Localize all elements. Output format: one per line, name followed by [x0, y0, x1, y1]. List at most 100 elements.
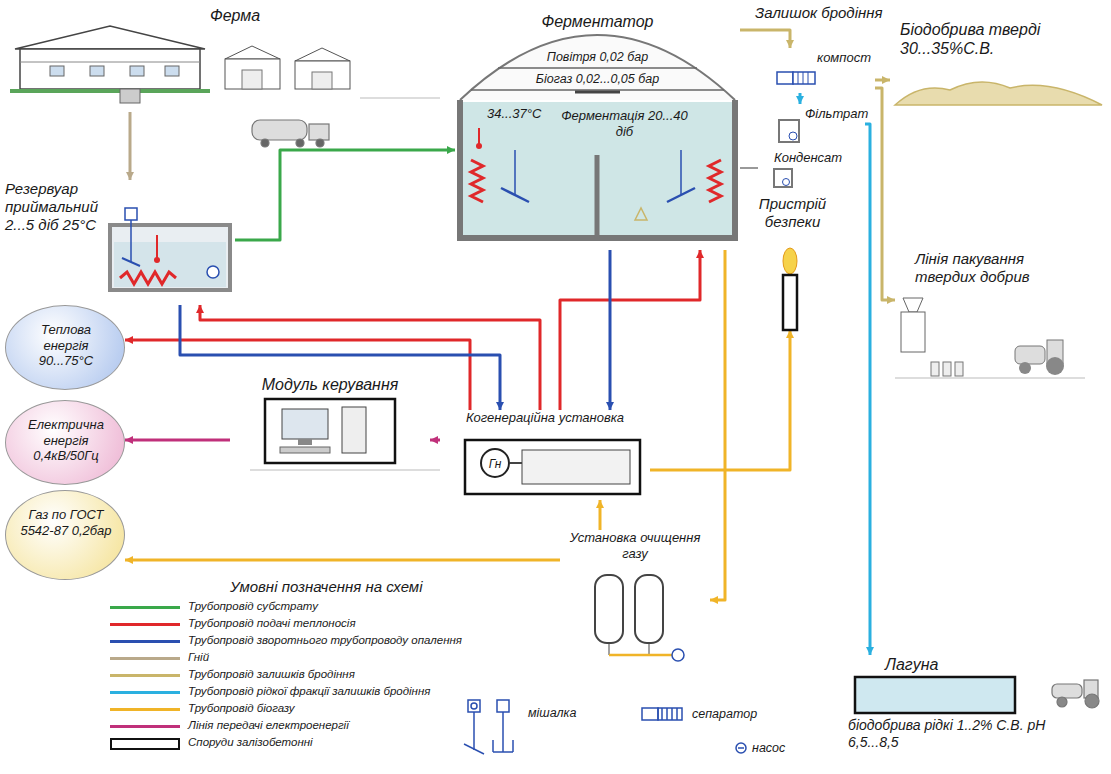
pipe-connector: [875, 88, 895, 304]
pipe-connector: [650, 330, 794, 470]
annotation-label: Умовні позначення на схемі: [230, 578, 530, 596]
illustration: [10, 4, 355, 112]
node-text: Лагуна: [885, 655, 1005, 674]
control-module: Модуль керування: [230, 375, 430, 470]
legend-text: Трубопровід біогазу: [188, 702, 488, 716]
separator-symbol: [642, 708, 682, 720]
arrow-head: [125, 556, 133, 564]
legend-line-swatch: [110, 725, 180, 728]
legend-text: сепаратор: [692, 707, 802, 722]
arrow-head: [596, 500, 604, 508]
node-text: Теплова енергія 90...75°С: [18, 322, 114, 369]
pipe-line: [865, 124, 870, 655]
legend-structure-sample: [110, 738, 180, 750]
pipe-connector: [710, 250, 725, 604]
annotation-label: Залишок бродіння: [755, 4, 890, 22]
node-text: Фільтрат: [805, 106, 865, 122]
arrow-head: [786, 40, 794, 48]
node-text: біодобрива рідкі 1..2% С.В. рН 6,5...8,5: [848, 717, 1048, 751]
node-text: 34...37°С: [487, 106, 555, 122]
pipe-connector: [125, 556, 560, 564]
tractor: [1052, 680, 1099, 708]
receiving-tank: Резервуар приймальний 2...5 діб 25°С: [5, 180, 235, 305]
node-text: компост: [817, 50, 875, 66]
legend-text: Трубопровід подачі теплоносія: [188, 617, 488, 631]
gas-cleaning-unit: Установка очищення газу: [560, 530, 710, 670]
pipe-line: [200, 305, 540, 410]
legend-line-swatch: [110, 640, 180, 643]
pipe-line: [875, 88, 895, 300]
pump-symbol: [736, 743, 746, 753]
illustration: [455, 10, 740, 250]
arrow-head: [430, 436, 438, 444]
legend-text: Споруди залізобетонні: [188, 736, 488, 750]
pipe-line: [710, 250, 725, 600]
node-text: Модуль керування: [230, 375, 430, 394]
safety-flare: Пристрій безпеки: [745, 195, 840, 330]
legend-text: Трубопровід субстрату: [188, 600, 488, 614]
packaging-line: Лінія пакування твердих добрив: [895, 250, 1090, 385]
pipe-connector: [235, 146, 455, 240]
arrow-head: [125, 436, 133, 444]
pipe-connector: [430, 436, 440, 444]
node-text: Лінія пакування твердих добрив: [915, 250, 1085, 286]
pipe-connector: [606, 250, 614, 410]
arrow-head: [447, 146, 455, 154]
legend-text: мішалка: [528, 706, 638, 721]
legend-line-swatch: [110, 657, 180, 660]
pipe-connector: [865, 124, 874, 655]
cogeneration-unit: Когенераційна установкаГн: [440, 410, 650, 500]
node-text: Повітря 0,02 бар: [515, 50, 680, 65]
pipe-connector: [180, 305, 504, 410]
node-text: Газ по ГОСТ 5542-87 0,2бар: [18, 507, 114, 538]
pipe-line: [650, 330, 790, 470]
pipe-connector: [596, 500, 604, 530]
pipe-line: [125, 439, 230, 442]
node-text: Біогаз 0,02...0,05 бар: [495, 72, 700, 87]
pipe-connector: [126, 112, 134, 180]
node-text: Когенераційна установка: [440, 410, 650, 426]
pipe-line: [609, 250, 612, 410]
arrow-head: [887, 296, 895, 304]
arrow-head: [710, 596, 718, 604]
pipe-connector: [560, 250, 704, 410]
legend-text: Трубопровід залишків бродіння: [188, 668, 488, 682]
tanker-truck: [252, 120, 329, 147]
arrow-head: [496, 402, 504, 410]
pipe-line: [740, 30, 790, 48]
legend-line-swatch: [110, 674, 180, 677]
legend-text: Лінія передачі електроенергії: [188, 719, 488, 733]
node-text: Конденсат: [774, 150, 860, 166]
legend-text: Трубопровід рідкої фракції залишків брод…: [188, 685, 488, 699]
node-text: Пристрій безпеки: [745, 195, 840, 231]
arrow-head: [882, 76, 890, 84]
pipe-connector: [796, 93, 804, 104]
node-text: Ферма: [210, 6, 290, 25]
legend-text: Гній: [188, 651, 488, 665]
node-text: Ферментатор: [455, 12, 740, 31]
arrow-head: [125, 336, 133, 344]
legend-text: насос: [752, 741, 862, 756]
stirrer-symbol: [464, 700, 513, 754]
node-text: Біодобрива тверді 30...35%С.В.: [900, 20, 1100, 58]
pipe-connector: [875, 76, 890, 84]
heat-energy-circle: Теплова енергія 90...75°С: [5, 305, 125, 390]
arrow-head: [796, 96, 804, 104]
arrow-head: [696, 250, 704, 258]
solid-fertilizer-heap: Біодобрива тверді 30...35%С.В.: [890, 20, 1105, 105]
pipe-line: [129, 112, 132, 180]
pipe-line: [180, 305, 500, 410]
legend-text: Трубопровід зворотнього трубопроводу опа…: [188, 634, 488, 648]
node-text: Гн: [482, 457, 508, 471]
arrow-head: [606, 402, 614, 410]
farm-building: Ферма: [10, 4, 355, 112]
arrow-head: [196, 305, 204, 313]
lagoon: Лагуна біодобрива рідкі 1..2% С.В. рН 6,5…: [840, 655, 1050, 765]
arrow-head: [866, 647, 874, 655]
filtrate-tank: Фільтрат: [775, 104, 865, 144]
node-text: Ферментація 20...40 діб: [557, 108, 692, 139]
fermenter-tank: ФерментаторПовітря 0,02 барБіогаз 0,02..…: [455, 10, 740, 250]
legend-line-swatch: [110, 708, 180, 711]
electric-energy-circle: Електрична енергія 0,4кВ/50Гц: [5, 400, 125, 485]
arrow-head: [126, 172, 134, 180]
